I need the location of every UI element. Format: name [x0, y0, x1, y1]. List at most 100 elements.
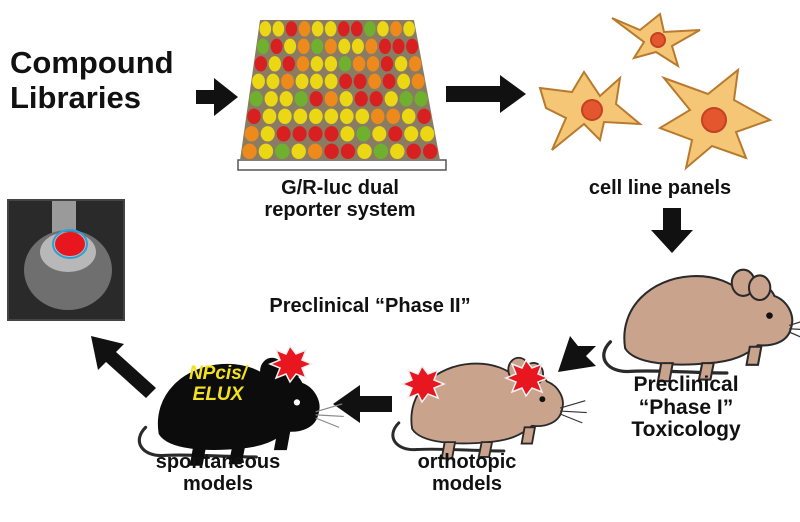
well: [244, 126, 259, 142]
spontaneous-label-line-1: spontaneous: [155, 451, 281, 473]
well: [296, 56, 310, 72]
well: [414, 91, 428, 107]
well: [297, 38, 310, 54]
mouse-icon: [391, 356, 587, 460]
tumor-starburst-icon: [503, 358, 551, 398]
well: [352, 56, 366, 72]
well: [386, 108, 401, 125]
spontaneous-models-label: spontaneous models: [138, 451, 298, 495]
well: [353, 73, 367, 90]
orthotopic-label-line-1: orthotopic: [417, 451, 517, 473]
well: [311, 38, 324, 54]
well: [266, 73, 280, 90]
well: [309, 108, 323, 125]
well: [408, 56, 422, 72]
well: [380, 56, 394, 72]
reporter-label-line-2: reporter system: [264, 198, 416, 221]
well: [324, 56, 338, 72]
mouse-strain-tag: NPcis/ ELUX: [178, 363, 258, 406]
well: [298, 21, 311, 37]
cell-icon: [538, 12, 773, 171]
mouse-icon: [602, 268, 800, 383]
well: [369, 91, 383, 107]
bioluminescence-image-icon: [7, 199, 125, 321]
arrow-icon: [446, 75, 526, 113]
well: [275, 143, 290, 159]
well: [339, 73, 352, 90]
well: [252, 73, 265, 90]
phase1-label-line-2: “Phase I”: [638, 395, 734, 419]
well: [309, 91, 323, 107]
well: [384, 91, 398, 107]
well: [397, 73, 410, 90]
well: [310, 56, 324, 72]
well: [324, 126, 339, 142]
well: [339, 91, 353, 107]
well: [272, 21, 285, 37]
well: [293, 108, 308, 125]
well: [270, 38, 283, 54]
well: [340, 126, 355, 142]
arrow-icon: [91, 336, 156, 398]
well: [268, 56, 281, 72]
well: [373, 143, 389, 159]
well: [390, 143, 405, 159]
arrow-icon: [558, 336, 596, 372]
well: [354, 91, 368, 107]
well: [308, 126, 323, 142]
phase2-label: Preclinical “Phase II”: [269, 295, 471, 317]
well: [420, 126, 435, 142]
well: [278, 108, 292, 125]
well: [403, 21, 415, 37]
well: [324, 38, 337, 54]
compound-libraries-label: Compound Libraries: [10, 45, 174, 115]
well: [285, 21, 298, 37]
well: [247, 108, 261, 125]
arrow-icon: [651, 208, 693, 253]
phase1-toxicology-label: Preclinical “Phase I” Toxicology: [606, 373, 766, 442]
well: [292, 126, 307, 142]
well: [295, 73, 309, 90]
well: [411, 73, 425, 90]
well: [254, 56, 267, 72]
well: [351, 21, 363, 37]
arrow-icon: [333, 385, 392, 423]
well: [340, 143, 356, 159]
well: [258, 143, 274, 159]
well: [355, 108, 370, 125]
well: [392, 38, 405, 54]
well: [324, 91, 338, 107]
well: [260, 126, 275, 142]
well: [257, 38, 269, 54]
well: [311, 21, 324, 37]
well: [357, 143, 372, 159]
well: [337, 21, 350, 37]
well: [356, 126, 371, 142]
well: [390, 21, 402, 37]
well: [406, 38, 419, 54]
phase1-label-line-3: Toxicology: [631, 418, 741, 442]
well-plate-icon: [237, 20, 447, 171]
well: [351, 38, 364, 54]
well: [417, 108, 431, 125]
well: [262, 108, 277, 125]
well: [372, 126, 387, 142]
well: [291, 143, 306, 159]
arrow-icon: [196, 78, 238, 116]
well: [394, 56, 408, 72]
well: [388, 126, 403, 142]
well: [264, 91, 278, 107]
well: [404, 126, 419, 142]
well: [324, 21, 337, 37]
compound-label-line-2: Libraries: [10, 79, 141, 115]
well: [338, 56, 352, 72]
well: [284, 38, 297, 54]
well: [401, 108, 416, 125]
orthotopic-label-line-2: models: [431, 472, 503, 495]
well: [365, 38, 378, 54]
well: [259, 21, 272, 37]
well: [324, 143, 339, 159]
tumor-starburst-icon: [399, 364, 447, 404]
reporter-system-label: G/R-luc dual reporter system: [250, 177, 430, 221]
